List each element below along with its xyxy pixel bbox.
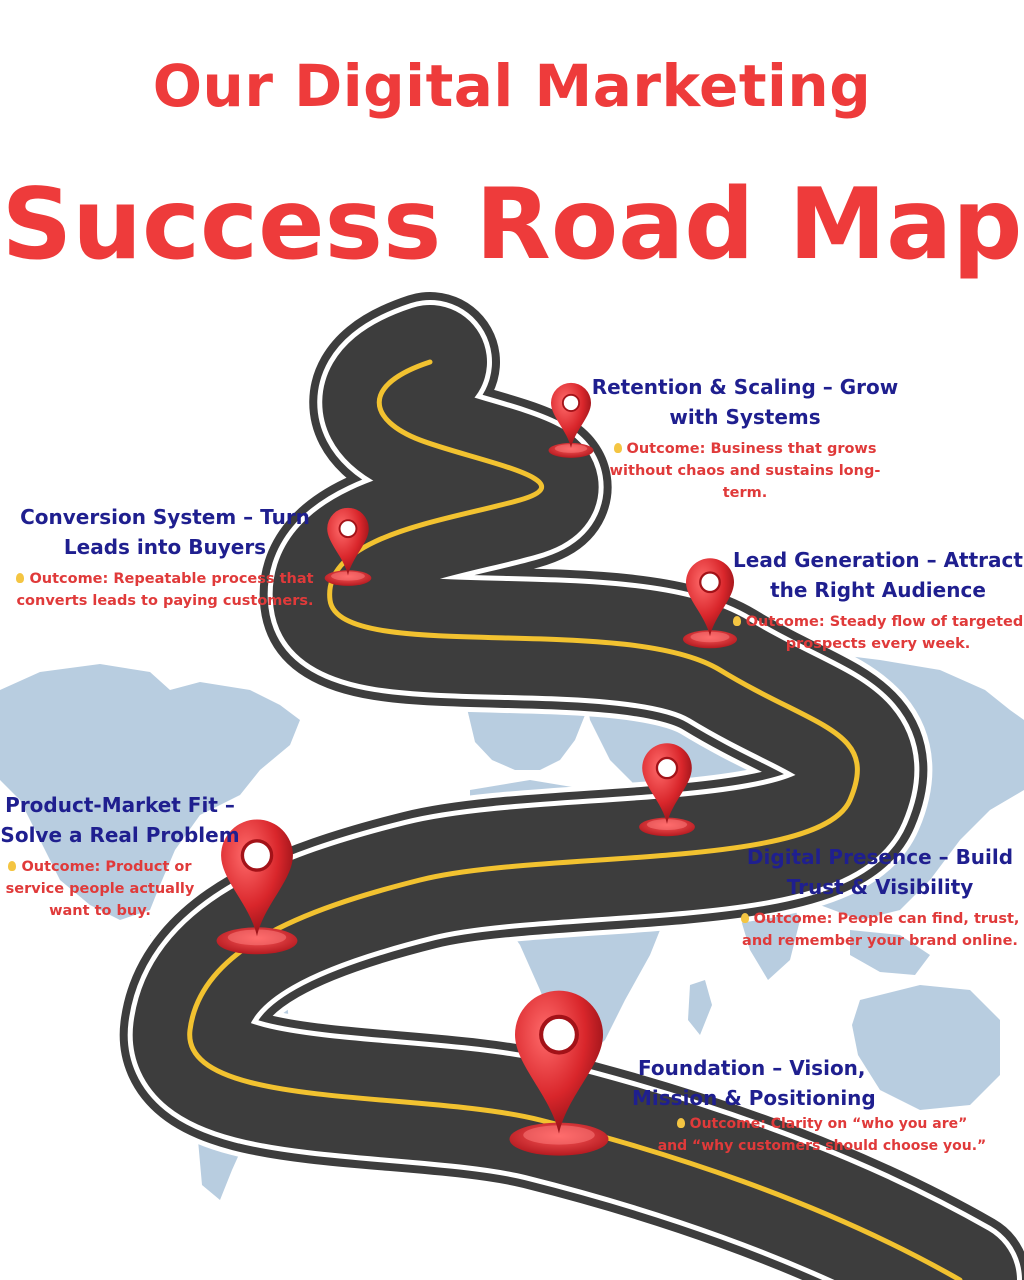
milestone-product-market-fit: Product-Market Fit – Solve a Real Proble… [0,790,240,922]
milestone-title: Lead Generation – Attract the Right Audi… [733,548,1023,602]
milestone-outcome: Outcome: Clarity on “who you are” and “w… [657,1116,987,1154]
milestone-outcome: Outcome: Business that grows without cha… [609,441,881,501]
milestone-title: Digital Presence – Build Trust & Visibil… [746,845,1014,899]
milestone-outcome: Outcome: People can find, trust, and rem… [740,911,1020,949]
milestone-outcome: Outcome: Repeatable process that convert… [16,571,314,609]
milestone-title: Product-Market Fit – Solve a Real Proble… [0,793,240,847]
milestone-conversion-system: Conversion System – Turn Leads into Buye… [10,502,320,612]
milestone-title: Foundation – Vision, Mission & Positioni… [632,1056,876,1110]
milestone-title: Retention & Scaling – Grow with Systems [591,375,899,429]
lightbulb-icon [740,913,749,923]
milestone-outcome: Outcome: Product or service people actua… [5,859,195,919]
page-title-line2: Success Road Map [1,168,1023,282]
lightbulb-icon [16,573,25,583]
lightbulb-icon [613,443,622,453]
page-title-line1: Our Digital Marketing [152,52,872,120]
lightbulb-icon [8,861,17,871]
road [114,287,1024,1280]
milestone-outcome: Outcome: Steady flow of targeted prospec… [726,611,1024,655]
milestone-title: Conversion System – Turn Leads into Buye… [20,505,310,559]
lightbulb-icon [732,616,741,626]
lightbulb-icon [676,1118,685,1128]
milestone-digital-presence: Digital Presence – Build Trust & Visibil… [725,842,1024,952]
milestone-lead-generation: Lead Generation – Attract the Right Audi… [726,545,1024,655]
milestone-foundation: Foundation – Vision, Mission & Positioni… [620,1053,1024,1157]
milestone-retention-scaling: Retention & Scaling – Grow with Systems … [590,372,900,504]
